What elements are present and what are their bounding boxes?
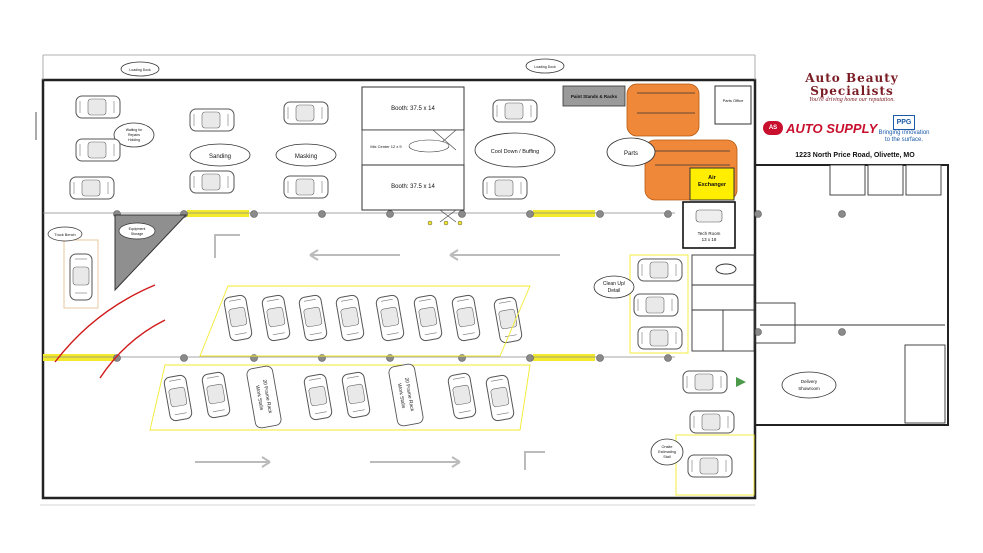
ppg-tagline-2: to the surface. [884,137,924,143]
office-wing [754,164,946,424]
cooldown-area: Cool Down / Buffing [474,132,556,168]
masking-label: Masking [295,154,317,160]
cleanup-label-2: Detail [608,288,621,294]
company-name-line1: Auto Beauty [805,71,899,85]
truck-bench: Truck Bench [47,226,99,309]
paint-booth-2: Booth: 37.5 x 14 [361,164,465,226]
mix-center: Mix Center 12 x 9 [361,129,465,166]
ppg-logo: PPG Bringing innovation to the surface. [873,111,935,144]
onsite-label-3: Stall [663,455,671,459]
waiting-label-3: Holding [128,138,140,142]
company-tagline: You're driving home our reputation. [809,97,895,103]
shop-address: 1223 North Price Road, Olivette, MO [795,152,915,159]
masking-area: Masking [275,143,337,167]
air-exchanger-label-1: Air [708,175,717,181]
company-name-line2: Specialists [810,84,894,98]
frame-rack-2-label-2: Work Stalls [396,383,406,409]
waiting-area: Waiting for Repairs Holding [113,122,155,148]
auto-supply-badge: AS [763,121,783,135]
ppg-tagline-1: Bringing innovation [878,130,930,136]
loading-dock-label: Loading Dock [129,68,151,72]
delivery-label-2: Showroom [798,386,820,391]
truck-bench-label: Truck Bench [54,233,75,237]
waiting-label-2: Repairs [128,133,140,137]
cleanup-label-1: Clean Up/ [603,281,626,287]
parts-area: Air Exchanger Parts [606,83,738,201]
company-logo: Auto Beauty Specialists [766,72,938,106]
restroom-block [691,254,755,352]
equipment-storage-label-2: Storage [131,232,143,236]
loading-dock-right: Loading Dock [525,58,565,74]
paint-stands-racks: Paint Stands & Racks [562,85,626,107]
ppg-mark: PPG [893,115,915,130]
waiting-label-1: Waiting for [126,128,143,132]
company-name: Auto Beauty Specialists [766,72,938,106]
cooldown-label: Cool Down / Buffing [491,149,540,155]
tech-room-label-1: Tech Room [698,231,721,236]
onsite-label-1: Onsite [662,445,673,449]
loading-dock-left: Loading Dock [120,61,160,77]
frame-rack-1-label-2: Work Stalls [254,385,264,411]
tech-room: Tech Room 13 x 18 [682,201,736,249]
frame-rack-row-bottom: 20 Frame Rack Work Stalls 20 Frame Rack … [149,363,531,431]
parts-office-label: Parts Office [723,98,745,103]
equipment-storage-label-1: Equipment [129,227,146,231]
sanding-label: Sanding [209,154,231,160]
onsite-label-2: Estimating [658,450,676,454]
paint-stands-label: Paint Stands & Racks [571,94,618,99]
frame-rack-1-label-1: 20 Frame Rack [261,379,273,414]
parts-label: Parts [624,151,638,157]
sanding-area: Sanding [189,143,251,167]
parts-office: Parts Office [714,85,752,125]
auto-supply-text: AUTO SUPPLY [786,120,878,136]
delivery-showroom: Delivery Showroom [682,370,837,434]
booth2-label: Booth: 37.5 x 14 [391,184,435,190]
auto-supply-logo: AS AUTO SUPPLY [763,119,877,137]
cleanup-detail: Clean Up/ Detail [593,254,689,354]
air-exchanger-label-2: Exchanger [698,182,727,188]
frame-rack-2-label-1: 20 Frame Rack [403,377,415,412]
tech-room-label-2: 13 x 18 [702,237,717,242]
traffic-arrows [195,234,560,470]
door-swing-arcs [54,284,166,379]
paint-booth-1: Booth: 37.5 x 14 [361,86,465,131]
equipment-storage: Equipment Storage [114,214,188,292]
mix-center-label: Mix Center 12 x 9 [370,144,402,149]
onsite-estimating: Onsite Estimating Stall [650,434,755,496]
delivery-label-1: Delivery [801,379,818,384]
loading-dock-label: Loading Dock [534,65,556,69]
booth1-label: Booth: 37.5 x 14 [391,106,435,112]
lane-markers [43,210,675,361]
frame-rack-row-top [199,285,531,357]
parts-racks [637,92,730,166]
